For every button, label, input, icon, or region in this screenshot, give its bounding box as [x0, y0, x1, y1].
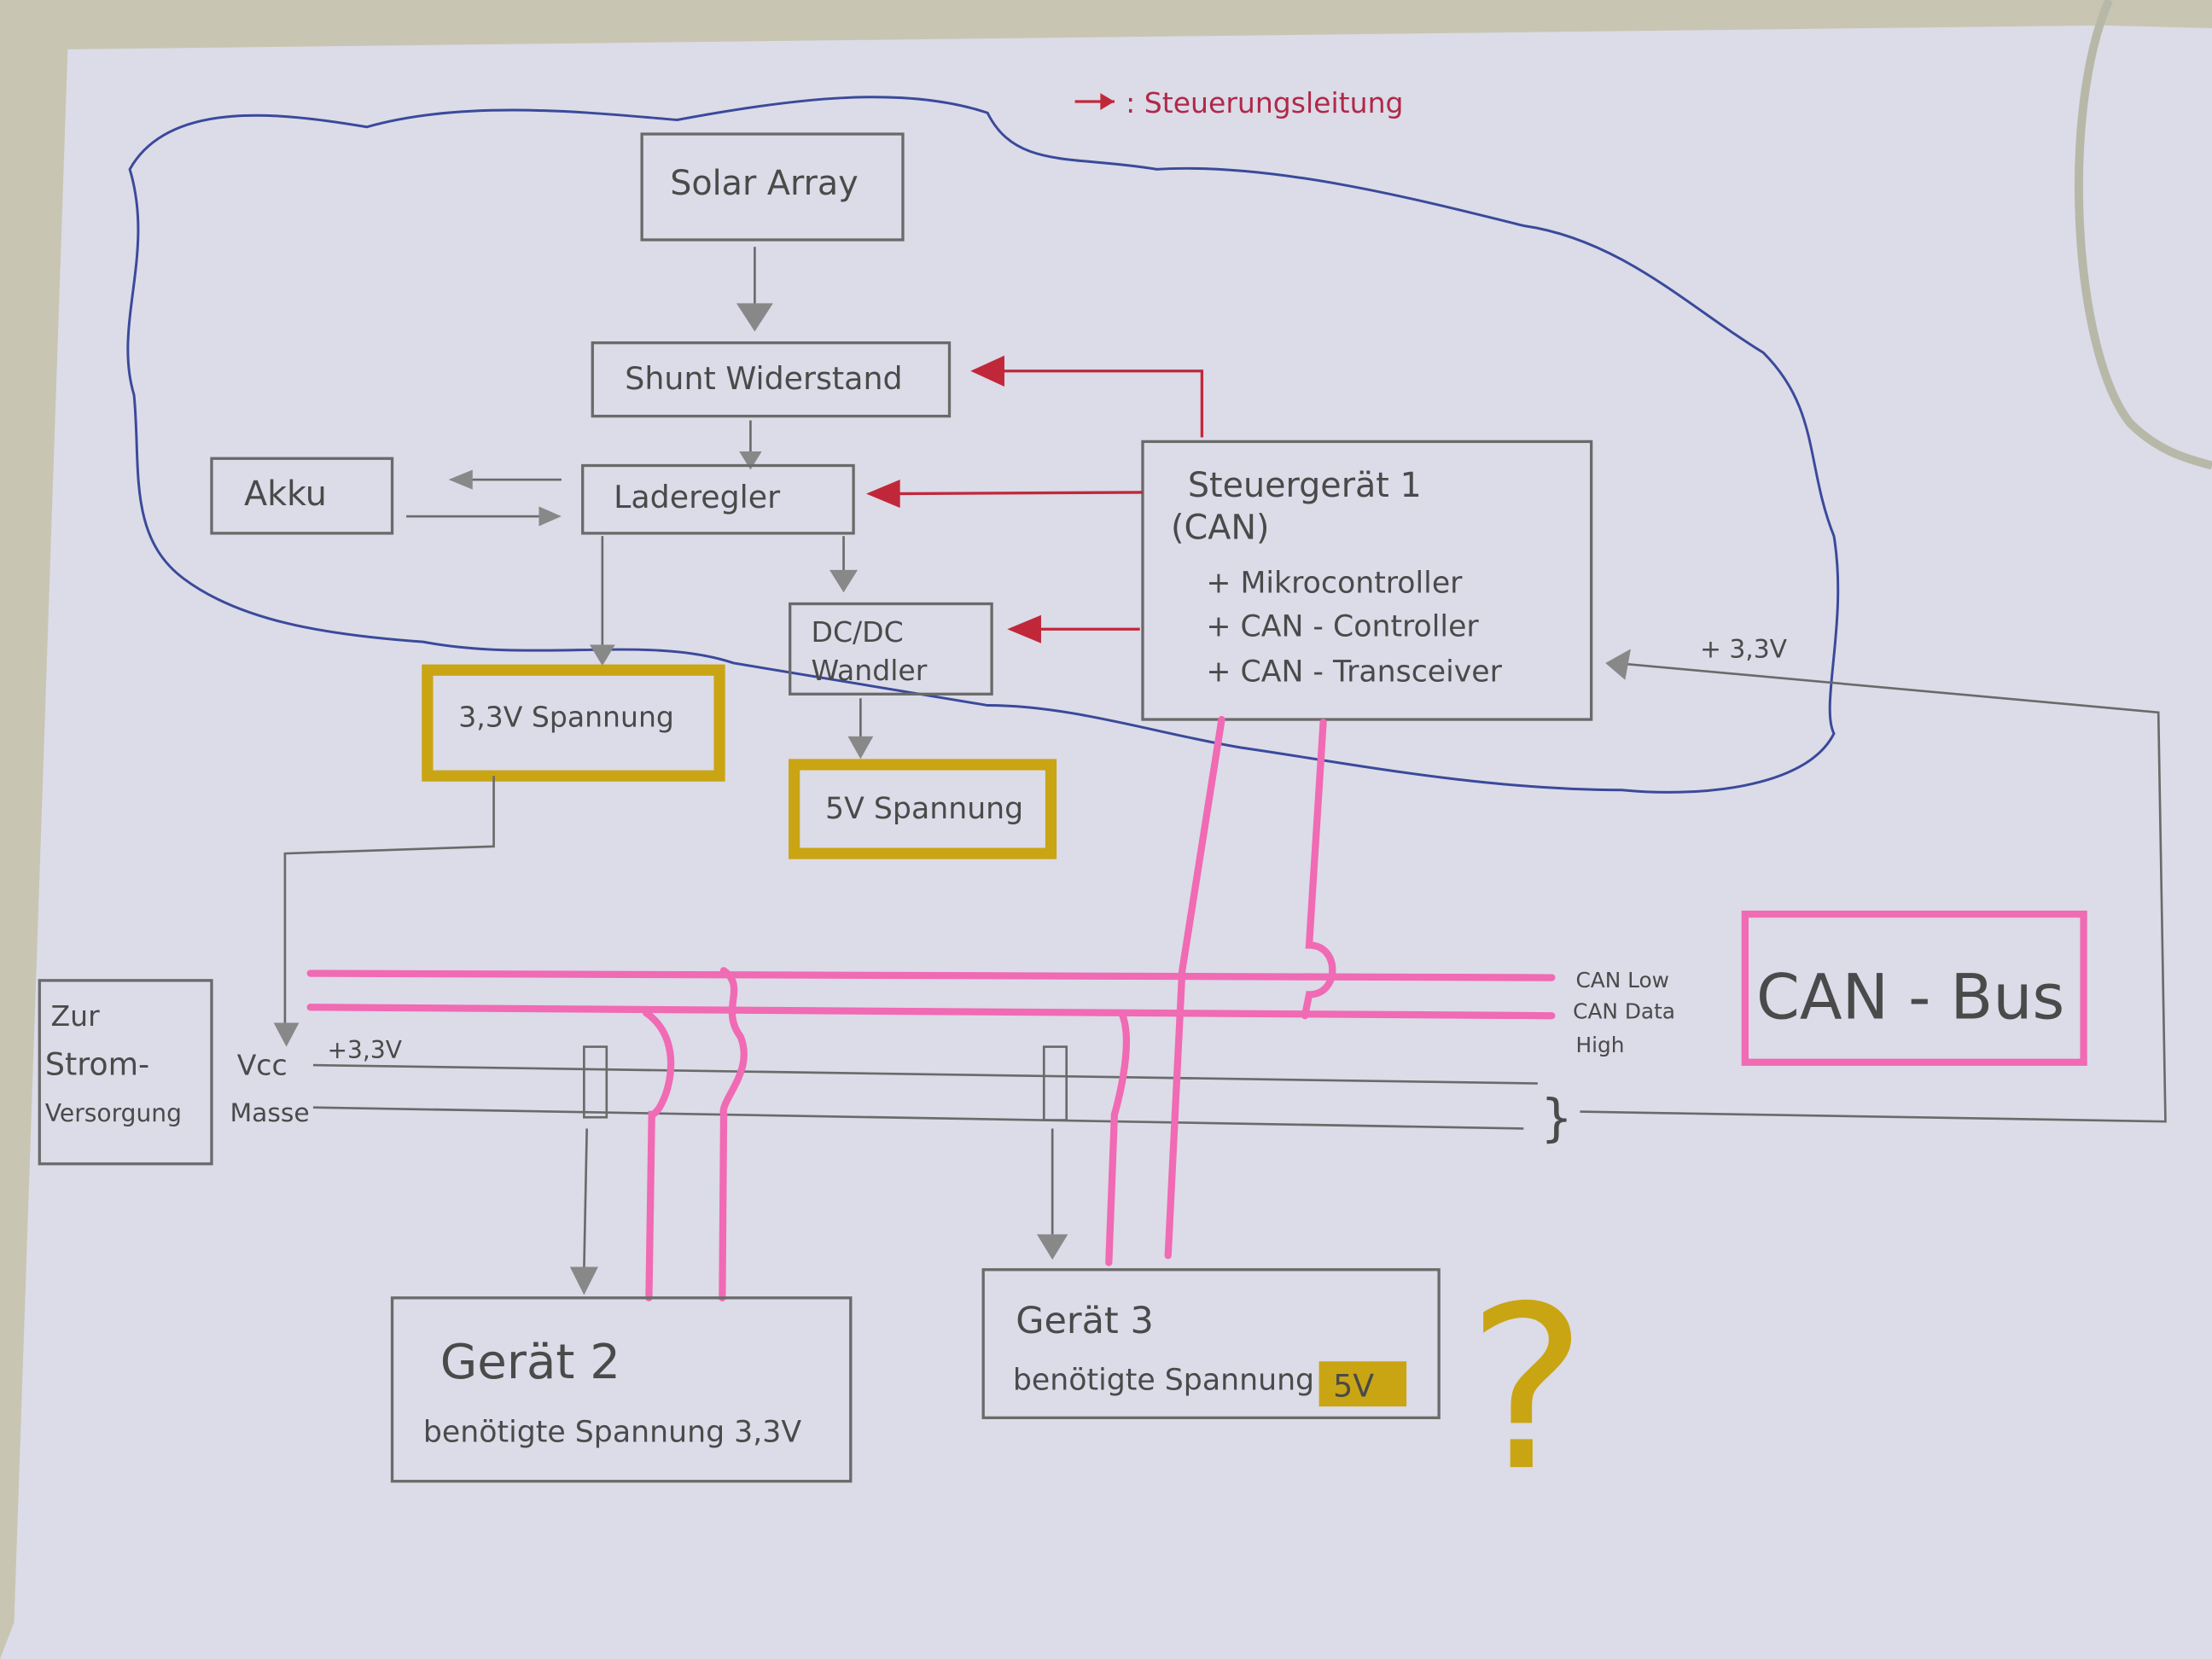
geraet3-sub: benötigte Spannung	[1013, 1363, 1314, 1397]
can-high-label: High	[1575, 1033, 1624, 1057]
spannung-33-label: 3,3V Spannung	[458, 700, 674, 733]
spannung-5-label: 5V Spannung	[825, 792, 1023, 826]
geraet3-volt: 5V	[1333, 1368, 1374, 1405]
steuergeraet-item: + CAN - Transceiver	[1206, 655, 1502, 689]
plus33-left-label: +3,3V	[328, 1036, 402, 1064]
akku-block: Akku	[210, 457, 394, 535]
steuergeraet-title: Steuergerät 1	[1188, 466, 1422, 505]
laderegler-block: Laderegler	[581, 463, 855, 535]
can-bus-label: CAN - Bus	[1756, 962, 2064, 1034]
cable	[2074, 0, 2212, 470]
geraet2-sub: benötigte Spannung 3,3V	[423, 1415, 801, 1449]
can-bus-lines	[306, 715, 1556, 1301]
steuergeraet-item: + CAN - Controller	[1206, 610, 1479, 644]
paper-sheet	[0, 25, 2212, 1659]
solar-array-block: Solar Array	[640, 132, 905, 242]
solar-array-label: Solar Array	[670, 164, 858, 203]
steuergeraet-item: + Mikrocontroller	[1206, 566, 1463, 600]
spannung-33-block: 3,3V Spannung	[422, 664, 725, 782]
masse-label: Masse	[230, 1098, 309, 1128]
shunt-label: Shunt Widerstand	[625, 360, 902, 397]
vcc-label: Vcc	[237, 1049, 288, 1082]
vcc-line	[312, 1063, 1538, 1085]
dcdc-label-2: Wandler	[812, 654, 928, 687]
dcdc-wandler-block: DC/DC Wandler	[789, 602, 993, 696]
geraet2-block: Gerät 2 benötigte Spannung 3,3V	[390, 1296, 853, 1483]
stromversorgung-block: Zur Strom- Versorgung	[38, 979, 213, 1166]
can-bus-block: CAN - Bus	[1741, 911, 2087, 1066]
masse-line	[312, 1106, 1524, 1130]
legend-label: : Steuerungsleitung	[1126, 86, 1403, 119]
geraet3-block: Gerät 3 benötigte Spannung 5V	[981, 1268, 1441, 1419]
akku-label: Akku	[244, 474, 327, 514]
dcdc-label-1: DC/DC	[812, 615, 904, 649]
can-low-label: CAN Low	[1575, 968, 1668, 992]
question-mark: ?	[1467, 1259, 1586, 1521]
laderegler-label: Laderegler	[614, 479, 780, 515]
cloud-boundary	[126, 96, 1840, 794]
plus33-return-line	[1580, 661, 2167, 1123]
steuergeraet-block: Steuergerät 1 (CAN) + Mikrocontroller + …	[1141, 439, 1593, 721]
brace: }	[1540, 1090, 1573, 1149]
strom-label-2: Strom-	[45, 1046, 149, 1083]
can-data-label: CAN Data	[1573, 999, 1675, 1024]
geraet3-title: Gerät 3	[1016, 1300, 1154, 1342]
strom-label-3: Versorgung	[45, 1099, 182, 1127]
shunt-widerstand-block: Shunt Widerstand	[591, 341, 952, 418]
legend: : Steuerungsleitung	[1074, 86, 1404, 119]
strom-label-1: Zur	[51, 999, 101, 1033]
control-lines	[865, 355, 1204, 643]
geraet2-title: Gerät 2	[440, 1335, 620, 1390]
plus33-right-label: + 3,3V	[1700, 634, 1788, 664]
steuergeraet-sub: (CAN)	[1171, 508, 1269, 547]
spannung-5-block: 5V Spannung	[789, 759, 1057, 859]
